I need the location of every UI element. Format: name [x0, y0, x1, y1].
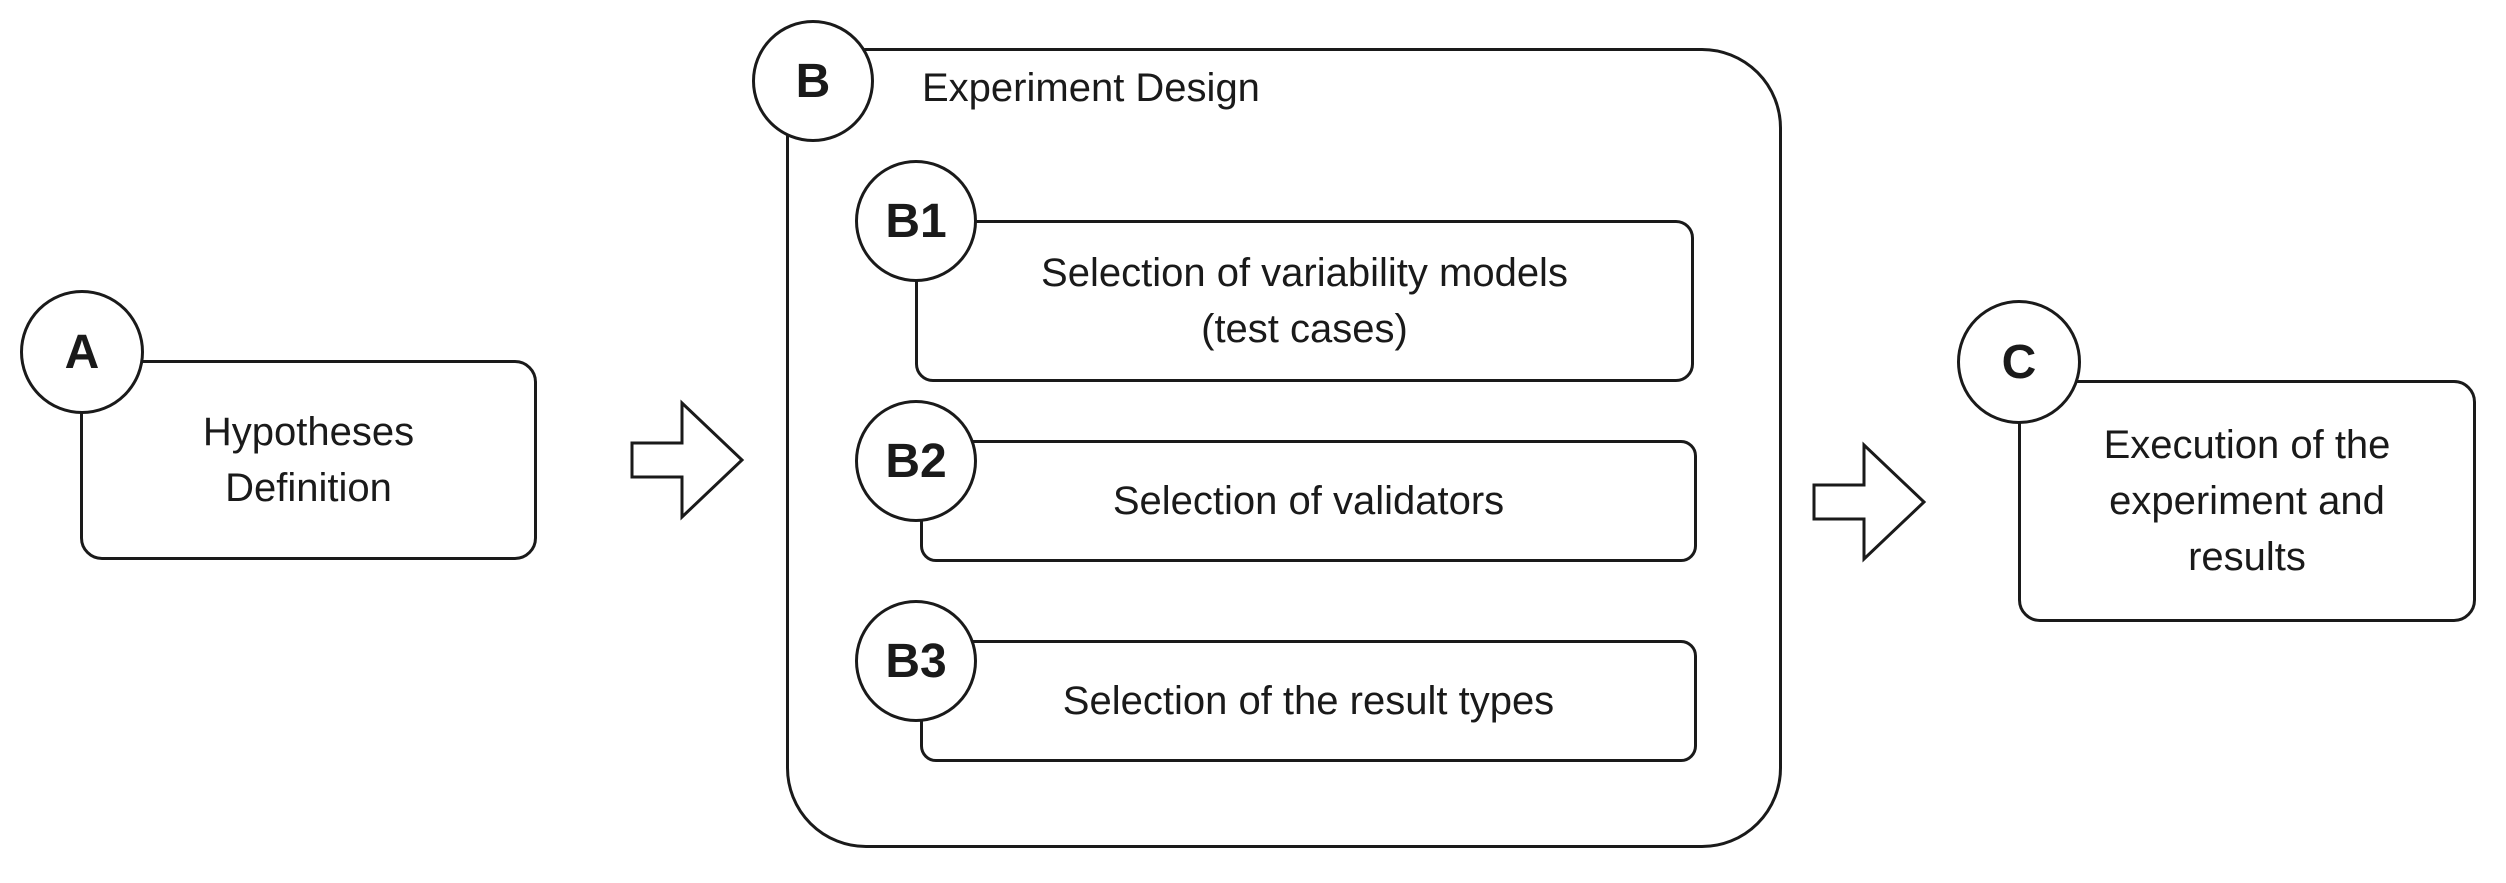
execution-results-line2: experiment and — [2109, 479, 2385, 523]
hypotheses-definition-line1: Hypotheses — [202, 410, 415, 454]
execution-results-box: Execution of the experiment and results — [2018, 380, 2476, 622]
right-arrow-icon — [630, 399, 745, 521]
variability-models-line2: (test cases) — [1201, 307, 1408, 351]
step-c-badge: C — [1957, 300, 2081, 424]
hypotheses-definition-line2: Definition — [225, 466, 392, 510]
variability-models-box: Selection of variability models (test ca… — [915, 220, 1694, 382]
hypotheses-definition-box: Hypotheses Definition — [80, 360, 537, 560]
result-types-box: Selection of the result types — [920, 640, 1697, 762]
step-b1-badge: B1 — [855, 160, 977, 282]
experiment-design-title: Experiment Design — [922, 66, 1260, 110]
execution-results-line3: results — [2188, 535, 2306, 579]
variability-models-line1: Selection of variability models — [1041, 251, 1568, 295]
step-b3-badge: B3 — [855, 600, 977, 722]
step-b2-badge: B2 — [855, 400, 977, 522]
step-a-badge: A — [20, 290, 144, 414]
validators-box: Selection of validators — [920, 440, 1697, 562]
execution-results-line1: Execution of the — [2103, 423, 2391, 467]
right-arrow-icon — [1812, 441, 1927, 563]
step-b-badge: B — [752, 20, 874, 142]
validators-text: Selection of validators — [1112, 479, 1505, 523]
result-types-text: Selection of the result types — [1062, 679, 1555, 723]
